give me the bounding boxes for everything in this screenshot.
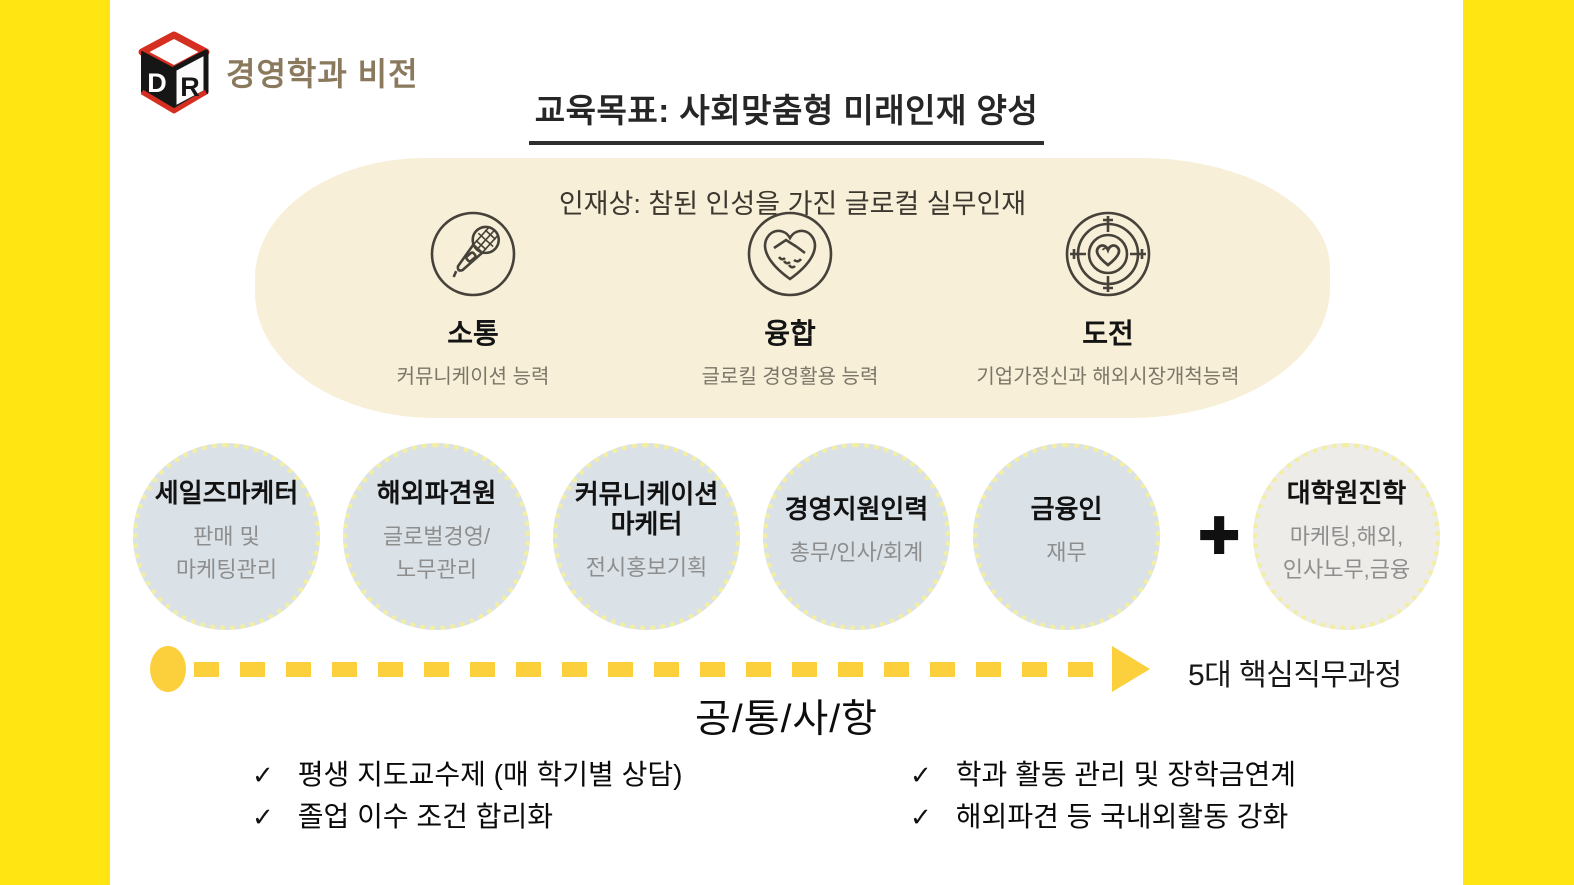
talent-item-challenge: 도전 기업가정신과 해외시장개척능력: [943, 210, 1273, 389]
track-title: 대학원진학: [1286, 477, 1407, 508]
bullet-item: ✓ 졸업 이수 조건 합리화: [252, 796, 682, 838]
talent-item-label: 소통: [447, 318, 499, 349]
track-subtitle: 판매 및 마케팅관리: [175, 523, 278, 582]
bullet-list-right: ✓ 학과 활동 관리 및 장학금연계 ✓ 해외파견 등 국내외활동 강화: [910, 754, 1296, 838]
talent-item-desc: 커뮤니케이션 능력: [396, 366, 550, 388]
handshake-heart-icon: [746, 210, 834, 298]
check-icon: ✓: [252, 802, 274, 832]
bullet-text: 해외파견 등 국내외활동 강화: [955, 801, 1289, 832]
track-subtitle: 전시홍보기획: [585, 555, 708, 580]
talent-item-desc: 글로킬 경영활용 능력: [701, 366, 879, 388]
track-title: 해외파견원: [376, 477, 497, 508]
bullet-item: ✓ 학과 활동 관리 및 장학금연계: [910, 754, 1296, 796]
talent-blob: 인재상: 참된 인성을 가진 글로컬 실무인재 소통: [255, 158, 1330, 418]
bullet-item: ✓ 평생 지도교수제 (매 학기별 상담): [252, 754, 682, 796]
track-circle-communication-marketer: 커뮤니케이션 마케터 전시홍보기획: [553, 443, 740, 630]
svg-text:D: D: [147, 68, 167, 98]
check-icon: ✓: [910, 802, 932, 832]
track-circle-management-support: 경영지원인력 총무/인사/회계: [763, 443, 950, 630]
tracks-row: 세일즈마케터 판매 및 마케팅관리 해외파견원 글로벌경영/ 노무관리 커뮤니케…: [133, 443, 1440, 630]
track-subtitle: 총무/인사/회계: [789, 540, 924, 565]
arrow-head-icon: [1112, 646, 1150, 692]
arrow-dashed-line: [194, 661, 1104, 677]
track-title: 경영지원인력: [784, 494, 929, 524]
track-circle-overseas-dispatch: 해외파견원 글로벌경영/ 노무관리: [343, 443, 530, 630]
track-title: 세일즈마케터: [154, 477, 299, 508]
track-title: 커뮤니케이션 마케터: [574, 479, 719, 539]
brand-title: 경영학과 비전: [226, 56, 419, 92]
brand-row: D R 경영학과 비전: [136, 30, 419, 114]
microphone-icon: [429, 210, 517, 298]
track-subtitle: 재무: [1046, 540, 1087, 565]
track-circle-finance: 금융인 재무: [973, 443, 1160, 630]
content-area: D R 경영학과 비전 교육목표: 사회맞춤형 미래인재 양성 인재상: 참된 …: [110, 0, 1463, 885]
process-arrow: [150, 646, 1150, 692]
dr-cube-logo-icon: D R: [136, 30, 212, 114]
arrow-caption: 5대 핵심직무과정: [1188, 659, 1402, 692]
talent-item-label: 도전: [1082, 318, 1134, 349]
talent-item-label: 융합: [764, 318, 816, 349]
plus-icon: ✚: [1197, 507, 1241, 566]
left-yellow-bar: [0, 0, 110, 885]
track-title: 금융인: [1030, 494, 1103, 524]
bullet-list-left: ✓ 평생 지도교수제 (매 학기별 상담) ✓ 졸업 이수 조건 합리화: [252, 754, 682, 838]
talent-item-communication: 소통 커뮤니케이션 능력: [333, 210, 613, 389]
track-subtitle: 마케팅,해외, 인사노무,금융: [1282, 523, 1411, 582]
track-subtitle: 글로벌경영/ 노무관리: [382, 523, 491, 582]
track-circle-graduate-school: 대학원진학 마케팅,해외, 인사노무,금융: [1253, 443, 1440, 630]
check-icon: ✓: [910, 760, 932, 790]
bullet-text: 학과 활동 관리 및 장학금연계: [955, 759, 1297, 790]
target-heart-icon: [1064, 210, 1152, 298]
arrow-start-dot: [150, 646, 186, 692]
bullet-item: ✓ 해외파견 등 국내외활동 강화: [910, 796, 1296, 838]
bullet-text: 평생 지도교수제 (매 학기별 상담): [297, 759, 683, 790]
track-circle-sales-marketer: 세일즈마케터 판매 및 마케팅관리: [133, 443, 320, 630]
bullet-text: 졸업 이수 조건 합리화: [297, 801, 553, 832]
talent-item-fusion: 융합 글로킬 경영활용 능력: [650, 210, 930, 389]
svg-text:R: R: [180, 72, 200, 102]
check-icon: ✓: [252, 760, 274, 790]
right-yellow-bar: [1463, 0, 1574, 885]
talent-item-desc: 기업가정신과 해외시장개척능력: [976, 366, 1240, 388]
page-title: 교육목표: 사회맞춤형 미래인재 양성: [110, 84, 1463, 145]
common-section-title: 공/통/사/항: [694, 698, 879, 741]
